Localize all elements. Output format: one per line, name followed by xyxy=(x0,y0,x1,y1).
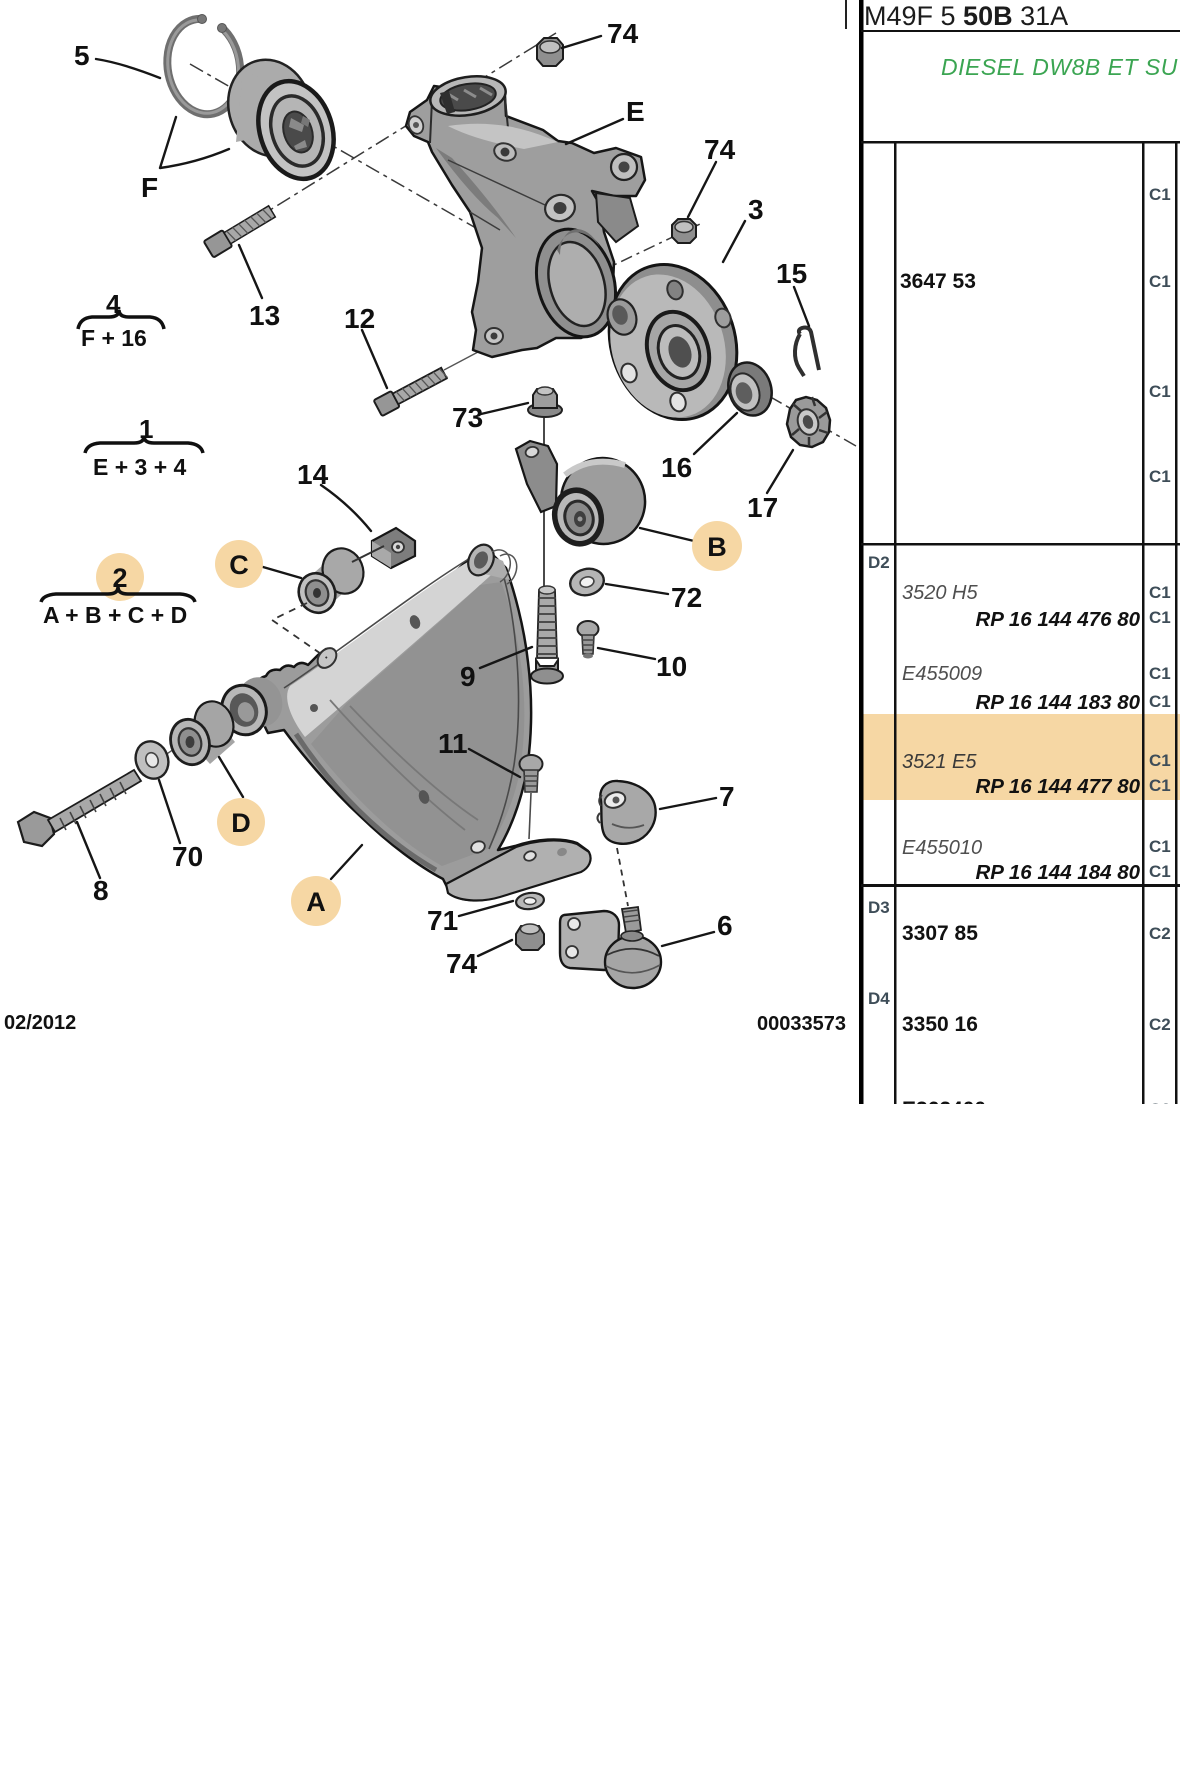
svg-text:DIESEL DW8B ET SU: DIESEL DW8B ET SU xyxy=(941,54,1178,80)
svg-text:70: 70 xyxy=(172,841,203,872)
svg-text:71: 71 xyxy=(427,905,458,936)
svg-text:C2: C2 xyxy=(1149,1100,1171,1119)
svg-text:E362400: E362400 xyxy=(902,1098,986,1121)
svg-text:10: 10 xyxy=(656,651,687,682)
svg-text:A + B + C + D: A + B + C + D xyxy=(43,602,187,628)
svg-text:C1: C1 xyxy=(1149,608,1171,627)
svg-text:3307 85: 3307 85 xyxy=(902,922,978,945)
svg-text:6: 6 xyxy=(717,910,733,941)
svg-text:RP 16 144 477 80: RP 16 144 477 80 xyxy=(975,775,1140,798)
svg-text:3: 3 xyxy=(748,194,764,225)
svg-text:C1: C1 xyxy=(1149,776,1171,795)
svg-text:11: 11 xyxy=(438,728,468,759)
svg-text:C1: C1 xyxy=(1149,583,1171,602)
svg-text:74: 74 xyxy=(607,18,639,49)
svg-text:02/2012: 02/2012 xyxy=(4,1012,76,1034)
svg-text:13: 13 xyxy=(249,300,280,331)
svg-text:M49F 5 50B 31A: M49F 5 50B 31A xyxy=(864,1,1068,31)
svg-text:C1: C1 xyxy=(1149,692,1171,711)
svg-text:3350 16: 3350 16 xyxy=(902,1013,978,1036)
svg-text:E + 3 + 4: E + 3 + 4 xyxy=(93,454,187,480)
svg-text:C1: C1 xyxy=(1149,664,1171,683)
svg-text:RP 16 144 184 80: RP 16 144 184 80 xyxy=(975,861,1140,884)
svg-text:C2: C2 xyxy=(1149,924,1171,943)
svg-text:E455009: E455009 xyxy=(902,663,982,685)
svg-text:15: 15 xyxy=(776,258,807,289)
svg-text:3521 E5: 3521 E5 xyxy=(902,751,977,773)
svg-text:74: 74 xyxy=(446,948,478,979)
svg-text:C2: C2 xyxy=(1149,1015,1171,1034)
svg-text:3647 53: 3647 53 xyxy=(900,270,976,293)
svg-text:5: 5 xyxy=(74,40,90,71)
svg-text:00033573: 00033573 xyxy=(757,1013,846,1035)
svg-text:72: 72 xyxy=(671,582,702,613)
svg-text:B: B xyxy=(707,532,727,562)
svg-text:73: 73 xyxy=(452,402,483,433)
svg-text:3520 H5: 3520 H5 xyxy=(902,582,978,604)
svg-text:17: 17 xyxy=(747,492,778,523)
svg-text:74: 74 xyxy=(704,134,736,165)
svg-text:C1: C1 xyxy=(1149,837,1171,856)
svg-text:C1: C1 xyxy=(1149,862,1171,881)
svg-text:D4: D4 xyxy=(868,989,890,1008)
svg-text:RP 16 144 476 80: RP 16 144 476 80 xyxy=(975,608,1140,631)
svg-text:9: 9 xyxy=(460,661,476,692)
svg-text:F + 16: F + 16 xyxy=(81,325,147,351)
svg-text:C1: C1 xyxy=(1149,382,1171,401)
svg-text:8: 8 xyxy=(93,875,109,906)
svg-text:D2: D2 xyxy=(868,553,890,572)
svg-text:C1: C1 xyxy=(1149,467,1171,486)
svg-text:14: 14 xyxy=(297,459,329,490)
svg-text:F: F xyxy=(141,172,158,203)
svg-text:C1: C1 xyxy=(1149,272,1171,291)
svg-text:2: 2 xyxy=(112,563,127,593)
svg-text:E455010: E455010 xyxy=(902,837,982,859)
svg-text:D: D xyxy=(231,808,251,838)
svg-text:RP 16 144 183 80: RP 16 144 183 80 xyxy=(975,691,1140,714)
svg-text:C: C xyxy=(229,550,249,580)
svg-text:7: 7 xyxy=(719,781,735,812)
svg-text:16: 16 xyxy=(661,452,692,483)
svg-text:12: 12 xyxy=(344,303,375,334)
svg-text:D3: D3 xyxy=(868,898,890,917)
svg-text:C1: C1 xyxy=(1149,185,1171,204)
svg-text:E: E xyxy=(626,96,645,127)
svg-text:C1: C1 xyxy=(1149,751,1171,770)
svg-text:A: A xyxy=(306,887,326,917)
